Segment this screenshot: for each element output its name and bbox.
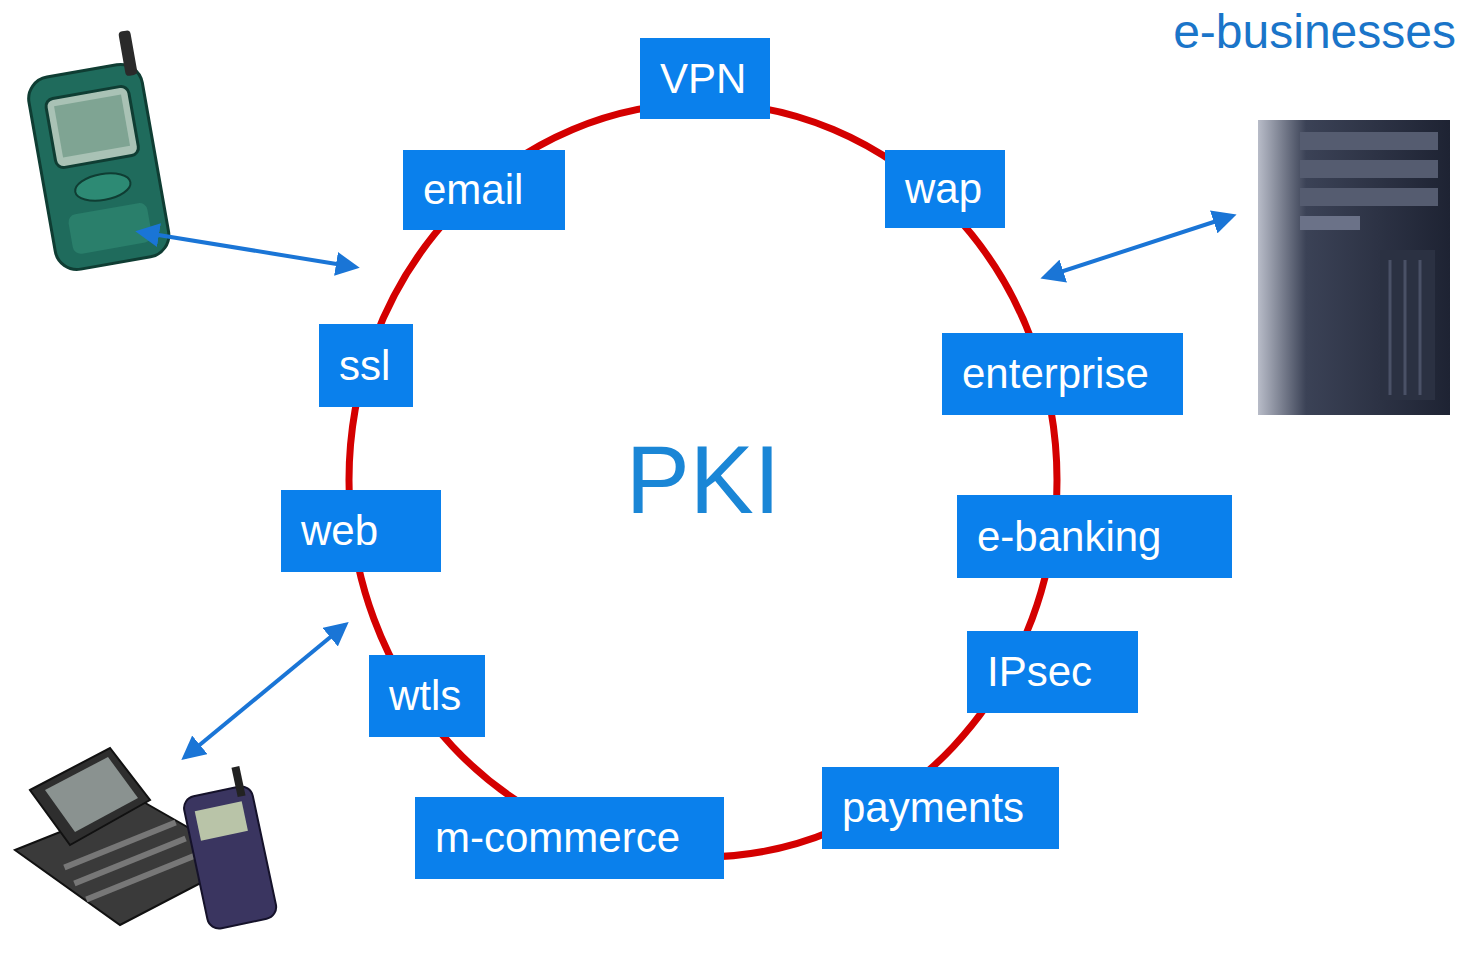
device-arrow	[140, 232, 355, 267]
application-box: VPN	[640, 38, 770, 119]
application-box: wap	[885, 150, 1005, 228]
application-box: ssl	[319, 324, 413, 407]
application-box: payments	[822, 767, 1059, 849]
box-label: IPsec	[987, 651, 1092, 693]
box-label: VPN	[660, 58, 746, 100]
box-label: wap	[905, 168, 982, 210]
application-box: web	[281, 490, 441, 572]
box-label: e-banking	[977, 516, 1161, 558]
device-arrow	[185, 625, 345, 757]
application-box: enterprise	[942, 333, 1183, 415]
application-box: e-banking	[957, 495, 1232, 578]
center-title: PKI	[626, 432, 781, 528]
box-label: payments	[842, 787, 1024, 829]
server-tower	[1258, 120, 1450, 415]
mobile-phone	[20, 29, 173, 273]
box-label: wtls	[389, 675, 461, 717]
box-label: enterprise	[962, 353, 1149, 395]
application-box: email	[403, 150, 565, 230]
box-label: web	[301, 510, 378, 552]
box-label: email	[423, 169, 523, 211]
handheld-and-phone	[15, 748, 278, 931]
application-box: m-commerce	[415, 797, 724, 879]
box-label: ssl	[339, 345, 390, 387]
corner-label: e-businesses	[1173, 8, 1456, 56]
box-label: m-commerce	[435, 817, 680, 859]
application-box: IPsec	[967, 631, 1138, 713]
device-arrow	[1045, 216, 1232, 277]
application-box: wtls	[369, 655, 485, 737]
